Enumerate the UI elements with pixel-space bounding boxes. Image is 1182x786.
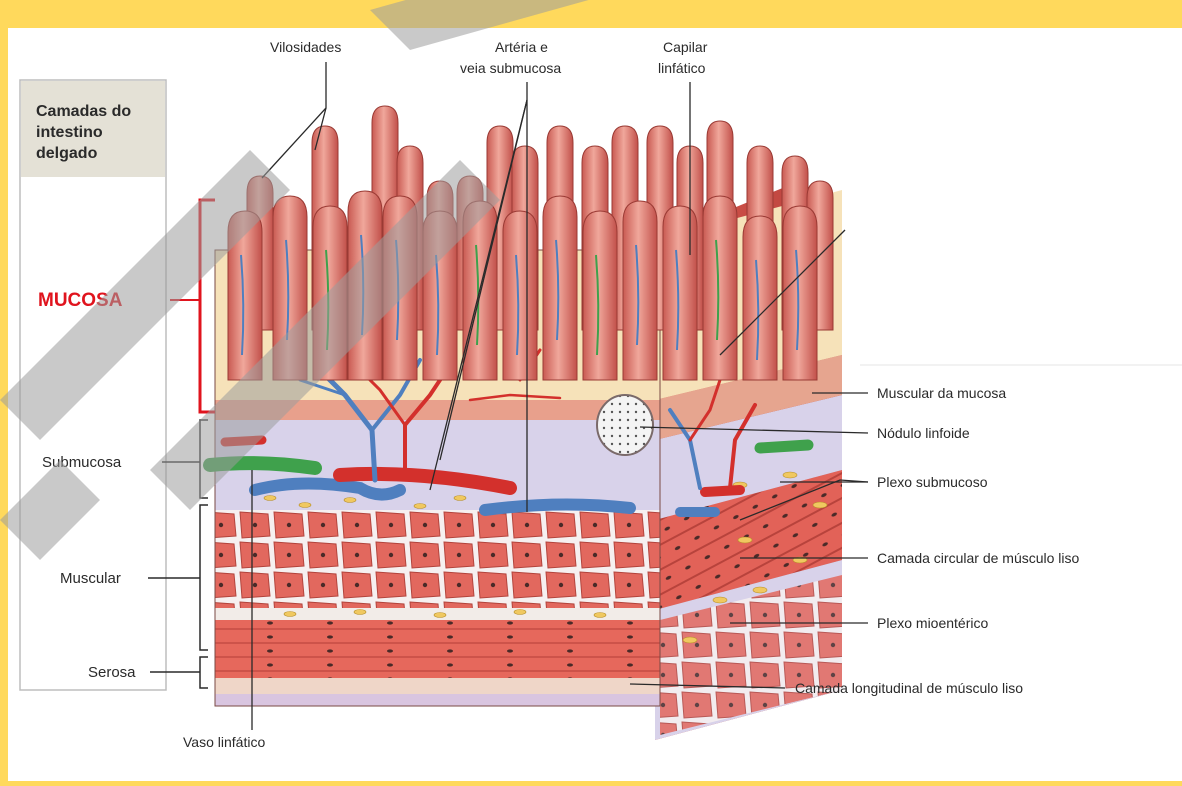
- vaso-linfatico-label: Vaso linfático: [183, 734, 265, 750]
- nodulo-linfoide-label: Nódulo linfoide: [877, 425, 970, 441]
- villus-front: [743, 216, 777, 380]
- vilosidades-label: Vilosidades: [270, 39, 341, 55]
- arteria-label-line-1: Artéria e: [495, 39, 548, 55]
- plexo-mioenterico-label: Plexo mioentérico: [877, 615, 988, 631]
- villus-front: [503, 211, 537, 380]
- arteria-label-line-2: veia submucosa: [460, 60, 561, 76]
- villus-front: [783, 206, 817, 380]
- villus-front: [663, 206, 697, 380]
- sidebar-header-line-2: intestino: [36, 124, 103, 141]
- villus-front: [703, 196, 737, 380]
- serosa-label: Serosa: [88, 664, 136, 681]
- capilar-label-line-1: Capilar: [663, 39, 708, 55]
- lymphoid-nodule: [597, 395, 653, 455]
- camada-longitudinal-label: Camada longitudinal de músculo liso: [795, 680, 1023, 696]
- muscular-label: Muscular: [60, 570, 121, 587]
- sidebar-header-line-1: Camadas do: [36, 103, 131, 120]
- villus-front: [543, 196, 577, 380]
- camada-circular-label: Camada circular de músculo liso: [877, 550, 1080, 566]
- villus-front: [583, 211, 617, 380]
- sidebar-header-line-3: delgado: [36, 145, 98, 162]
- plexo-submucoso-label: Plexo submucoso: [877, 474, 988, 490]
- muscular-da-mucosa-label: Muscular da mucosa: [877, 385, 1006, 401]
- capilar-label-line-2: linfático: [658, 60, 706, 76]
- villus-front: [623, 201, 657, 380]
